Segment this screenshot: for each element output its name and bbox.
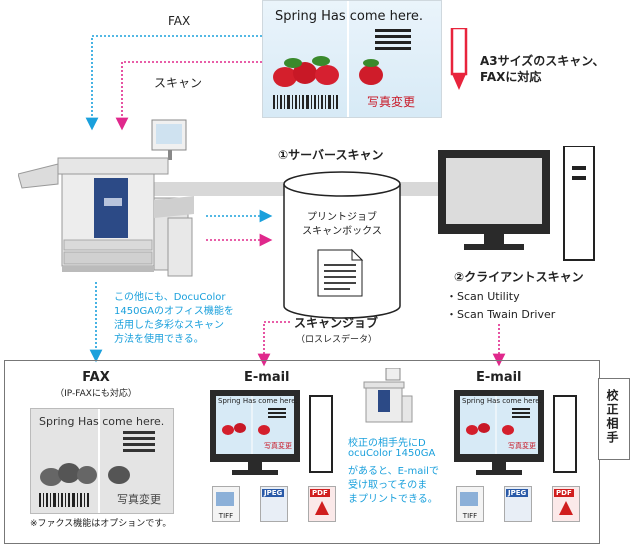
- fax-label-top: FAX: [168, 14, 191, 28]
- scan-job-arrow: [257, 321, 290, 367]
- red-pen-icon: [450, 28, 468, 90]
- email-1-poster-caption: 写真変更: [264, 442, 292, 450]
- proof-recipient-label: 校正相手: [605, 389, 619, 445]
- small-printer-icon: [363, 368, 413, 423]
- email-2-poster-title: Spring Has come here.: [462, 397, 542, 405]
- mid-note-3: があると、E-mailで: [348, 466, 439, 477]
- db-label-line1: プリントジョブ: [307, 212, 377, 223]
- jpeg-file-icon: JPEG: [260, 486, 288, 522]
- a3-support-line2: FAXに対応: [480, 70, 542, 84]
- tiff-file-icon: TIFF: [456, 486, 484, 522]
- mid-note-5: まプリントできる。: [348, 494, 438, 505]
- db-label-line2: スキャンボックス: [302, 226, 382, 237]
- lossless-data-label: （ロスレスデータ）: [296, 335, 378, 345]
- fax-gray-poster: Spring Has come here. 写真変更: [30, 408, 174, 514]
- tiff-file-icon: TIFF: [212, 486, 240, 522]
- a3-support-line1: A3サイズのスキャン、: [480, 54, 605, 68]
- email-computer-2: [454, 390, 577, 475]
- scan-label-top: スキャン: [154, 76, 203, 90]
- fax-top-arrow: [85, 35, 262, 131]
- poster-title: Spring Has come here.: [275, 9, 424, 24]
- client-computer-icon: [438, 146, 595, 261]
- fax-poster-caption: 写真変更: [117, 493, 161, 506]
- scan-job-title: スキャンジョブ: [294, 316, 379, 330]
- jpeg-file-icon: JPEG: [504, 486, 532, 522]
- proof-recipient-tab: 校正相手: [598, 378, 630, 460]
- mid-note-2: ocuColor 1450GA: [348, 448, 436, 459]
- email-title-2: E-mail: [476, 370, 522, 385]
- mid-note-1: 校正の相手先にD: [348, 438, 426, 449]
- barcode: [273, 95, 338, 109]
- fax-bottom-title: FAX: [82, 370, 110, 385]
- poster-image: Spring Has come here. 写真変更: [262, 0, 442, 118]
- client-item-scan-utility: ・Scan Utility: [446, 290, 520, 303]
- server-database-icon: [283, 171, 401, 319]
- mid-note-4: 受け取ってそのま: [348, 480, 428, 491]
- other-methods-note-4: 方法を使用できる。: [114, 334, 204, 345]
- fax-poster-title: Spring Has come here.: [39, 415, 165, 428]
- client-scan-title: ②クライアントスキャン: [454, 270, 584, 284]
- email-1-poster-title: Spring Has come here.: [218, 397, 298, 405]
- email-title-1: E-mail: [244, 370, 290, 385]
- fax-option-note: ※ファクス機能はオプションです。: [30, 519, 172, 529]
- server-scan-title: ①サーバースキャン: [278, 148, 384, 162]
- email-computer-1: [210, 390, 333, 475]
- strawberries: [273, 56, 383, 87]
- other-methods-note-1: この他にも、DocuColor: [114, 292, 226, 303]
- client-item-twain-driver: ・Scan Twain Driver: [446, 308, 556, 321]
- pdf-file-icon: PDF: [552, 486, 580, 522]
- multifunction-printer-icon: [18, 119, 194, 277]
- file-icons-group-2: TIFF JPEG PDF: [456, 484, 586, 526]
- other-methods-note-2: 1450GAのオフィス機能を: [114, 306, 234, 317]
- poster-caption: 写真変更: [367, 95, 416, 109]
- file-icons-group-1: TIFF JPEG PDF: [212, 484, 342, 526]
- pdf-file-icon: PDF: [308, 486, 336, 522]
- ipfax-note: （IP-FAXにも対応）: [55, 389, 137, 399]
- document-icon: [317, 248, 364, 297]
- other-methods-note-3: 活用した多彩なスキャン: [114, 320, 224, 331]
- scan-top-arrow: [115, 61, 262, 131]
- email-2-poster-caption: 写真変更: [508, 442, 536, 450]
